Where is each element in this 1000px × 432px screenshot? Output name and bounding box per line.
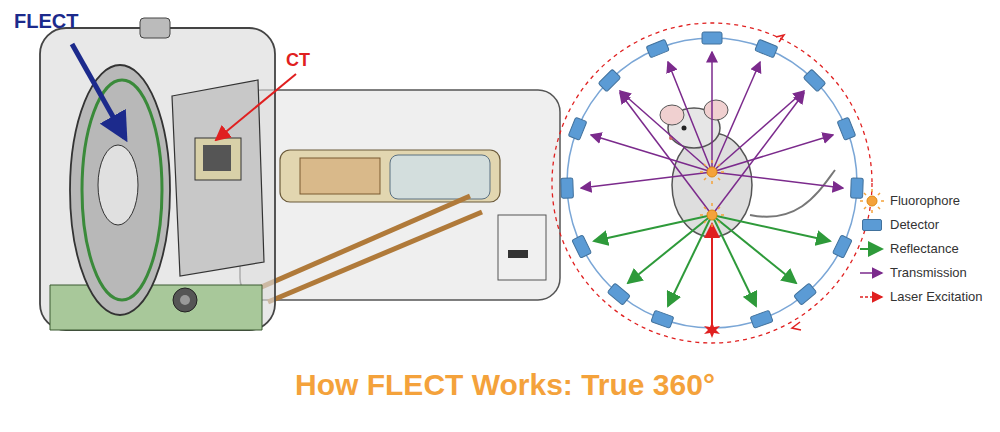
legend-text: Reflectance xyxy=(890,241,959,256)
leader-arrow xyxy=(216,74,296,140)
part-label: FLECT xyxy=(14,10,78,33)
part-label: CT xyxy=(286,50,310,71)
legend-samples xyxy=(860,189,884,297)
legend-text: Transmission xyxy=(890,265,967,280)
legend-swatch xyxy=(862,219,882,231)
device-drawing xyxy=(40,18,560,330)
legend-text: Fluorophore xyxy=(890,193,960,208)
flect-scheme xyxy=(552,23,872,343)
legend-text: Detector xyxy=(890,217,939,232)
leader-arrow xyxy=(72,44,125,138)
legend-text: Laser Excitation xyxy=(890,289,983,304)
title-text: How FLECT Works: True 360° xyxy=(295,368,715,402)
